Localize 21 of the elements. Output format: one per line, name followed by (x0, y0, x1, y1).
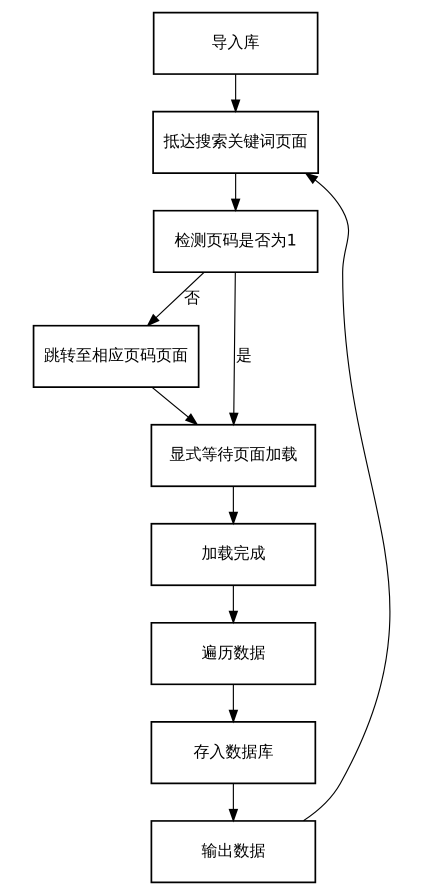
arrow (228, 486, 238, 526)
edge-label: 是 (236, 346, 252, 365)
arrow (230, 74, 240, 114)
node-box: 加载完成 (150, 522, 316, 586)
node-box: 显式等待页面加载 (150, 424, 316, 488)
node-box: 存入数据库 (150, 721, 316, 784)
node-box: 检测页码是否为1 (152, 210, 318, 274)
node-box: 抵达搜索关键词页面 (152, 110, 319, 174)
edge-label: 否 (183, 288, 200, 308)
arrow (228, 586, 238, 624)
arrow (230, 174, 240, 212)
arrow (228, 272, 238, 426)
node-box: 输出数据 (150, 820, 316, 884)
node-box: 跳转至相应页码页面 (32, 324, 199, 388)
node-box: 导入库 (152, 12, 318, 75)
arrow (302, 172, 390, 822)
arrow (228, 684, 238, 724)
arrow (146, 272, 204, 327)
node-box: 遍历数据 (150, 622, 316, 686)
arrow (151, 386, 198, 426)
arrow (228, 784, 238, 823)
